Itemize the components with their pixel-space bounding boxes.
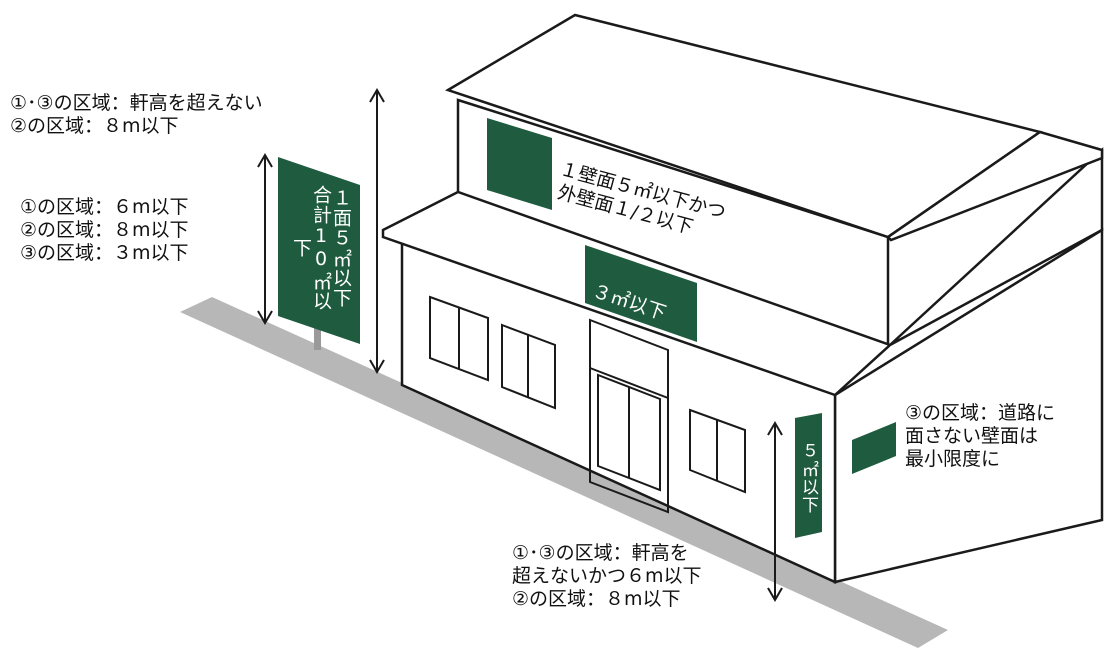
shop-door [589,318,669,514]
eave-sign [585,245,697,342]
upper-wall-sign [487,118,552,210]
pole-sign-text-right: １面５㎡以下 [330,188,352,308]
road [180,297,948,648]
label-side-wall-line1: ③の区域：道路に [905,402,1056,424]
side-wall-upper [889,147,1104,347]
label-top-left-line1: ①･③の区域：軒高を超えない [10,92,263,114]
label-projecting-height-line3: ②の区域：８m以下 [512,588,681,610]
projecting-sign [795,413,822,538]
label-side-wall-line3: 最小限度に [905,448,1001,470]
roof-side [886,130,1104,242]
label-side-wall: ③の区域：道路に 面さない壁面は 最小限度に [905,402,1055,471]
label-pole-height-line1: ①の区域：６m以下 [20,196,189,218]
window-middle [501,323,556,410]
label-projecting-height: ①･③の区域：軒高を 超えないかつ６m以下 ②の区域：８m以下 [512,542,702,611]
window-right [689,408,746,494]
height-arrow-pole [257,153,273,325]
label-top-left: ①･③の区域：軒高を超えない ②の区域：８m以下 [10,92,263,138]
label-pole-height: ①の区域：６m以下 ②の区域：８m以下 ③の区域：３m以下 [20,196,189,265]
label-side-wall-line2: 面さない壁面は [905,425,1039,447]
label-top-left-line2: ②の区域：８m以下 [10,115,179,137]
pole-sign-post [314,325,321,350]
label-pole-height-line2: ②の区域：８m以下 [20,219,189,241]
side-wall-sign [852,422,896,474]
pole-sign-text-left: 合計10㎡以下 [290,185,332,311]
label-projecting-height-line2: 超えないかつ６m以下 [512,565,702,587]
label-projecting-height-line1: ①･③の区域：軒高を [512,542,689,564]
height-arrow-projecting [767,421,783,602]
label-pole-height-line3: ③の区域：３m以下 [20,242,189,264]
projecting-sign-text: ５㎡以下 [798,442,818,514]
window-left [429,295,489,382]
height-arrow-tall [369,88,385,374]
pole-sign [278,157,360,344]
